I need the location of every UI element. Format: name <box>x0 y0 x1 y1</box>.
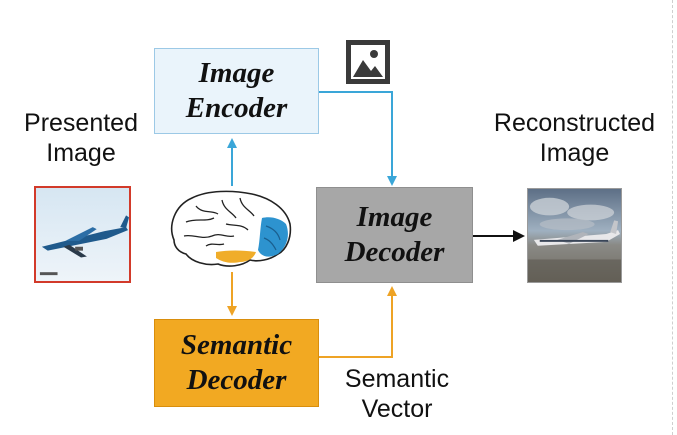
image-encoder-line1: Image <box>198 57 275 89</box>
presented-image-label: Presented Image <box>6 108 156 168</box>
image-encoder-line2: Encoder <box>185 92 288 124</box>
semantic-vector-line1: Semantic <box>344 365 450 393</box>
semantic-decoder-line1: Semantic <box>180 329 293 361</box>
image-icon <box>346 40 390 84</box>
image-decoder-line1: Image <box>356 201 433 233</box>
arrow-semantic-to-decoder <box>319 286 397 358</box>
page-edge-divider <box>672 0 673 435</box>
arrow-encoder-to-decoder <box>319 91 397 186</box>
semantic-decoder-box: Semantic Decoder <box>154 319 319 407</box>
brain-icon <box>170 190 292 267</box>
image-decoder-line2: Decoder <box>344 236 445 268</box>
semantic-vector-label: Semantic Vector <box>322 364 472 424</box>
reconstructed-label-line1: Reconstructed <box>493 109 656 137</box>
reconstructed-image-photo <box>527 188 622 283</box>
reconstructed-label-line2: Image <box>539 139 610 167</box>
reconstructed-image-label: Reconstructed Image <box>472 108 677 168</box>
semantic-decoder-line2: Decoder <box>186 364 287 396</box>
presented-label-line2: Image <box>46 139 116 167</box>
semantic-vector-line2: Vector <box>361 395 433 423</box>
image-decoder-box: Image Decoder <box>316 187 473 283</box>
presented-image-photo <box>34 186 131 283</box>
presented-label-line1: Presented <box>24 109 138 137</box>
image-encoder-box: Image Encoder <box>154 48 319 134</box>
